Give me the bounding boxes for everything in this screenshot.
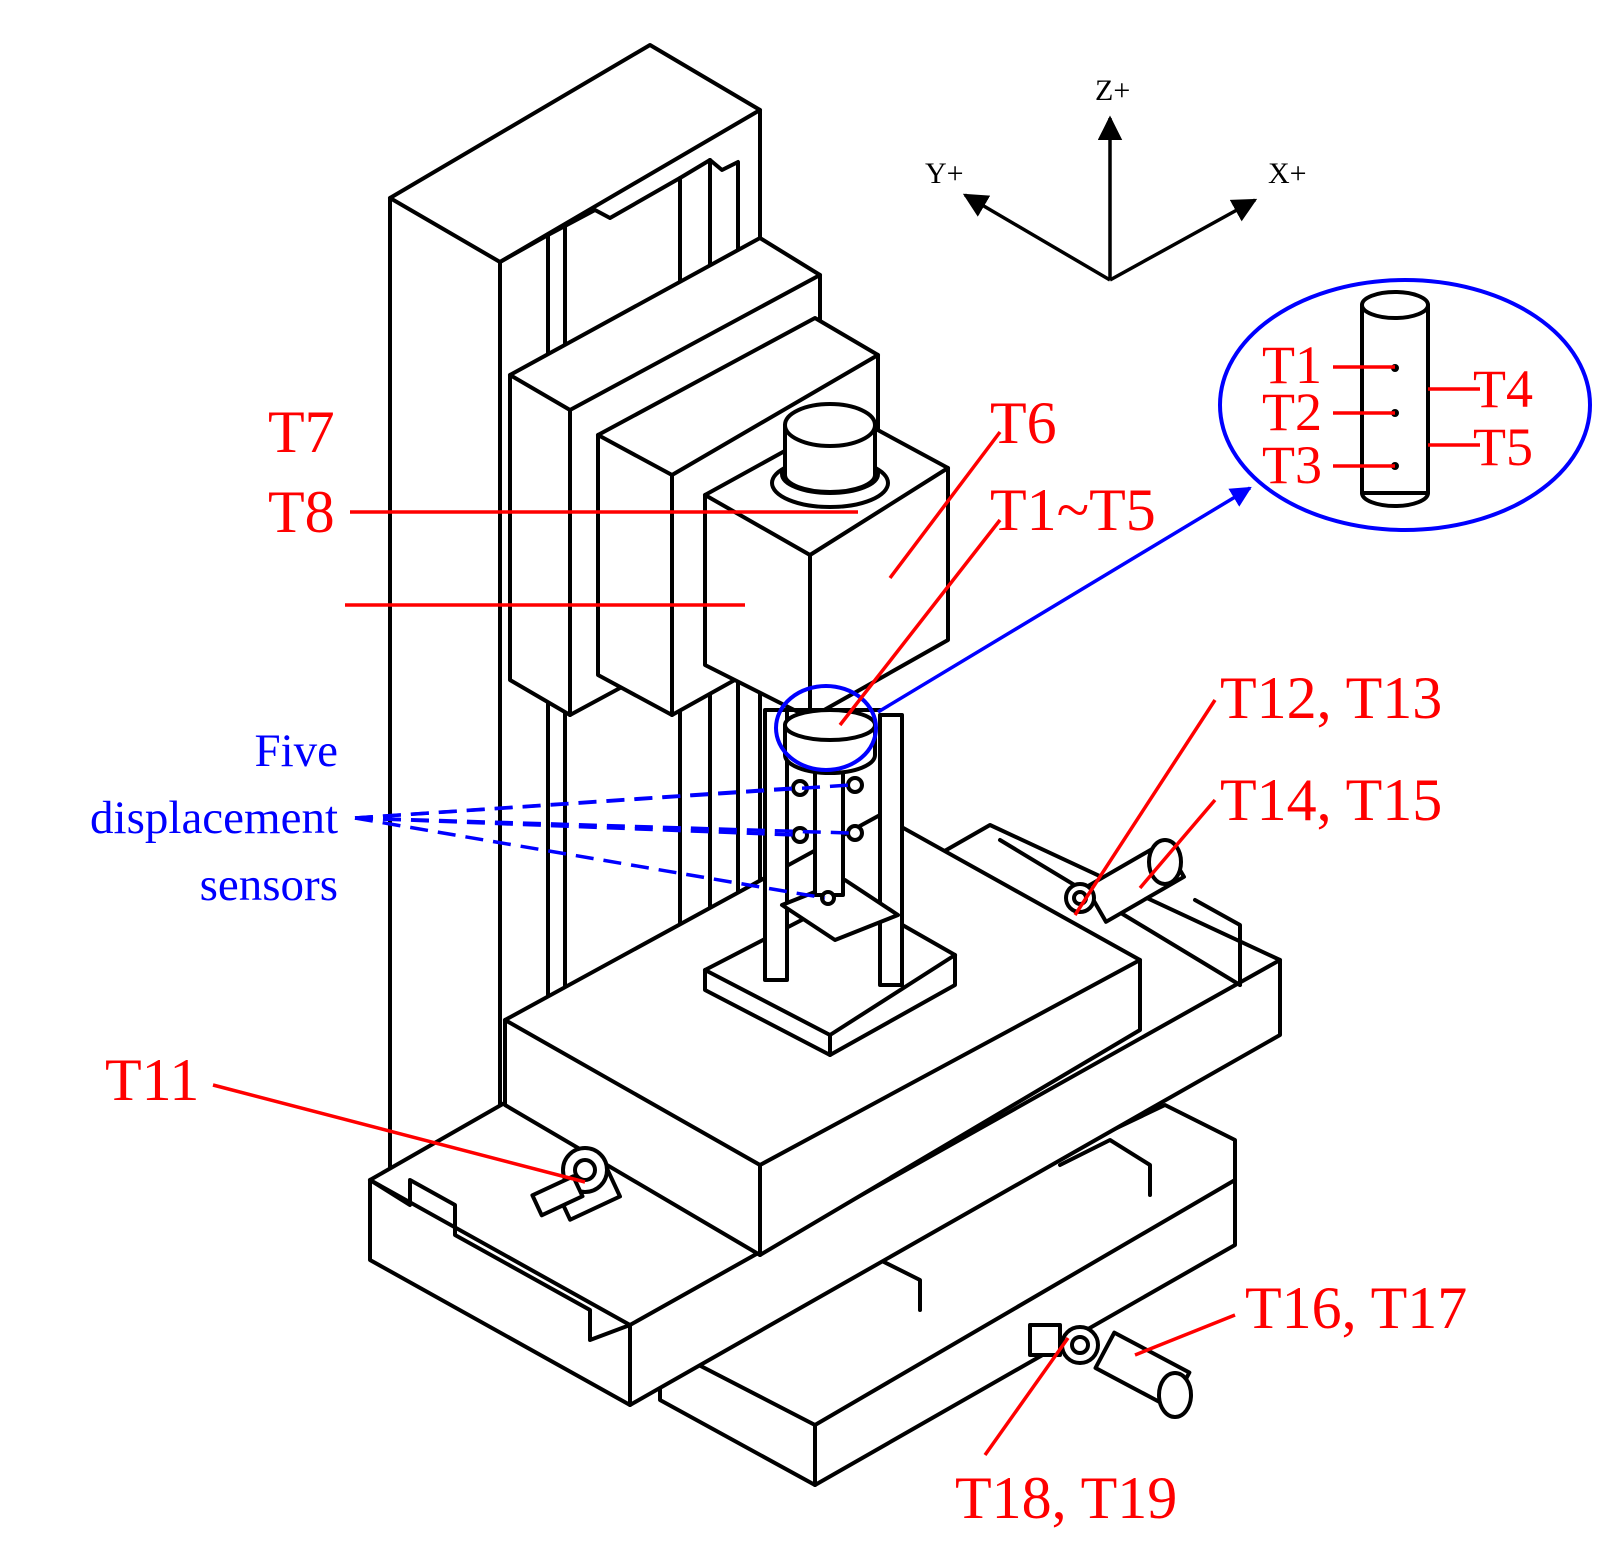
inset-detail: T1 T2 T3 T4 T5	[1218, 278, 1592, 532]
inset-label-t1: T1	[1262, 335, 1322, 395]
label-t14-t15: T14, T15	[1220, 767, 1442, 833]
coordinate-axes: Z+ Y+ X+	[925, 74, 1307, 282]
sensor-fixture	[763, 708, 904, 987]
inset-pointer-arrow	[877, 486, 1252, 714]
label-t11: T11	[105, 1047, 199, 1113]
inset-label-t5: T5	[1473, 417, 1533, 477]
sensors-label-line-2: displacement	[90, 792, 338, 844]
sensors-label-line-3: sensors	[200, 859, 338, 911]
label-t16-t17: T16, T17	[1245, 1275, 1467, 1341]
z-axis-label: Z+	[1095, 74, 1130, 107]
y-axis-label: Y+	[925, 157, 964, 190]
motor-t16	[1028, 1323, 1193, 1419]
motor-t11	[530, 1146, 622, 1222]
label-t7: T7	[268, 399, 335, 465]
sensors-label-line-1: Five	[254, 725, 338, 777]
motor-t14	[1064, 838, 1186, 924]
spindle-head	[703, 402, 950, 720]
label-t12-t13: T12, T13	[1220, 665, 1442, 731]
y-axis-arrow	[962, 193, 1111, 282]
sensor-dashed-lines	[354, 783, 851, 900]
label-t6: T6	[990, 390, 1057, 456]
leader-lines	[212, 430, 1236, 1457]
x-axis-arrow	[1109, 198, 1258, 282]
magnify-circle	[774, 684, 878, 772]
inset-label-t2: T2	[1262, 382, 1322, 442]
x-axis-label: X+	[1268, 157, 1307, 190]
label-t8: T8	[268, 479, 335, 545]
label-t1-t5: T1~T5	[990, 477, 1156, 543]
inset-ellipse	[1218, 278, 1592, 532]
label-t18-t19: T18, T19	[955, 1465, 1177, 1531]
inset-label-t4: T4	[1473, 359, 1533, 419]
inset-label-t3: T3	[1262, 435, 1322, 495]
cross-table	[658, 1103, 1237, 1487]
